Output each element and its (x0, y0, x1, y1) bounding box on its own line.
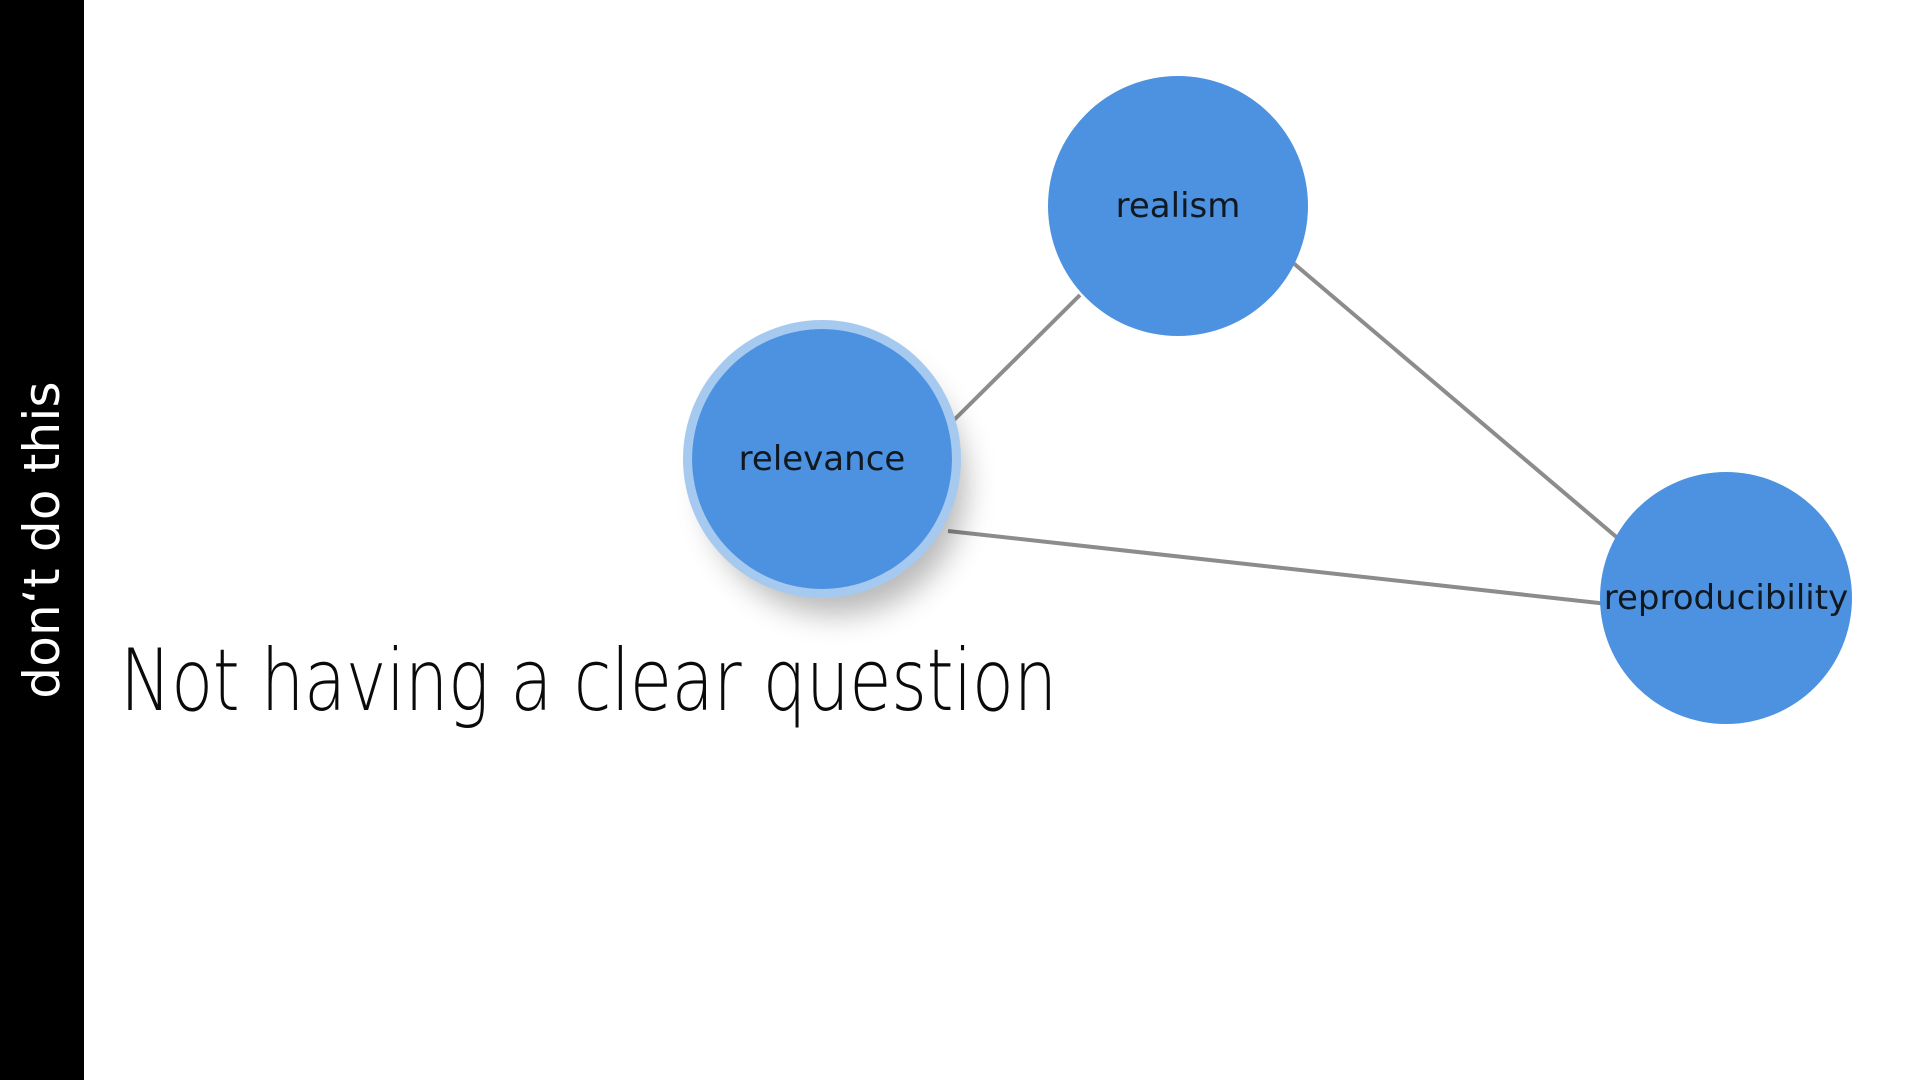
graph-node-circle (1600, 472, 1852, 724)
graph-edge-relevance-reproducibility (947, 529, 1609, 606)
graph-node-reproducibility[interactable]: reproducibility (1600, 472, 1852, 724)
graph-edge-relevance-realism (948, 293, 1082, 426)
sidebar-rotated-label: don‘t do this (13, 381, 71, 699)
graph-edge-realism-reproducibility (1283, 254, 1642, 559)
graph-node-realism[interactable]: realism (1048, 76, 1308, 336)
graph-node-label-realism: realism (1115, 186, 1241, 226)
page-title: Not having a clear question (120, 631, 1057, 731)
sidebar-black-bar: don‘t do this (0, 0, 84, 1080)
graph-node-circle (1048, 76, 1308, 336)
graph-node-label-relevance: relevance (738, 439, 906, 479)
graph-node-relevance[interactable]: relevance (692, 329, 952, 589)
graph-node-label-reproducibility: reproducibility (1603, 578, 1849, 618)
graph-node-circle (692, 329, 952, 589)
